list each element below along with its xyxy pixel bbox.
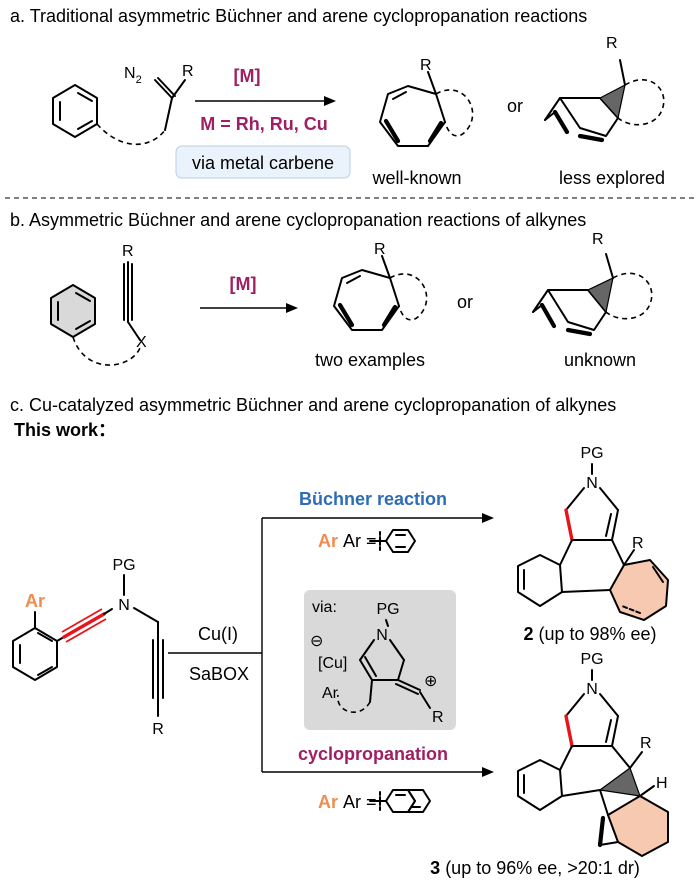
svg-text:[Cu]: [Cu] (318, 655, 347, 672)
svg-text:PG: PG (580, 445, 603, 462)
section-b-product1-r: R (374, 241, 386, 258)
section-c-pg-label: PG (112, 557, 135, 574)
svg-text:N: N (586, 681, 598, 698)
section-c-intermediate: via: PG N [Cu] ⊖ Ar ⊕ R (310, 599, 444, 726)
section-a-metals: M = Rh, Ru, Cu (200, 114, 328, 134)
section-b-substrate (50, 261, 141, 366)
section-c-ar-phenyl (369, 529, 416, 553)
svg-text:H: H (656, 775, 668, 792)
svg-text:PG: PG (376, 601, 399, 618)
section-a-product-cycloheptatriene (379, 71, 474, 147)
section-a-product1-r: R (420, 57, 432, 74)
section-c-cyclo-label: cyclopropanation (298, 744, 448, 764)
section-a-substrate-r: R (182, 63, 194, 80)
section-a-caption-less-explored: less explored (559, 168, 665, 188)
section-b-catalyst: [M] (230, 274, 257, 294)
section-b-product-cycloheptatriene (333, 255, 428, 331)
section-c-buchner-label: Büchner reaction (299, 489, 447, 509)
section-b-product-norcaradiene (532, 253, 653, 337)
section-a-product-norcaradiene (544, 59, 665, 143)
section-c-product2-caption: 2 (up to 98% ee) (523, 624, 656, 644)
section-b-substrate-x: X (136, 334, 147, 351)
section-c-n-label: N (118, 597, 130, 614)
section-b-caption-unknown: unknown (564, 350, 636, 370)
section-c-substrate-r: R (152, 721, 164, 738)
section-c-product3-caption: 3 (up to 96% ee, >20:1 dr) (430, 858, 640, 878)
section-c-catalyst: Cu(I) (198, 624, 238, 644)
section-a-heading: a. Traditional asymmetric Büchner and ar… (10, 6, 587, 26)
svg-text:Ar: Ar (322, 685, 339, 702)
section-b-caption-two-examples: two examples (315, 350, 425, 370)
section-a-catalyst: [M] (234, 66, 261, 86)
section-c-ar-naphthyl (369, 789, 431, 813)
svg-text:R: R (640, 735, 652, 752)
section-b-or: or (457, 292, 473, 312)
section-a-arrowhead (324, 96, 336, 106)
svg-text:R: R (632, 535, 644, 552)
section-a-via-box (175, 145, 351, 179)
section-c-substrate (12, 574, 164, 717)
section-c-ligand: SaBOX (189, 664, 249, 684)
svg-text:via:: via: (312, 599, 337, 616)
section-c-upper-arrowhead (482, 513, 494, 523)
section-a-via-text: via metal carbene (192, 153, 334, 173)
section-b-arrowhead (286, 303, 298, 313)
svg-text:⊖: ⊖ (310, 633, 323, 650)
section-a-caption-well-known: well-known (371, 168, 461, 188)
section-c-heading: c. Cu-catalyzed asymmetric Büchner and a… (10, 395, 616, 415)
section-a-product2-r: R (606, 35, 618, 52)
svg-text:PG: PG (580, 651, 603, 668)
section-b-substrate-r: R (122, 243, 134, 260)
section-c-lower-arrowhead (482, 767, 494, 777)
section-c-ar-label: Ar (25, 591, 45, 611)
section-b-product2-r: R (592, 231, 604, 248)
svg-text:R: R (432, 709, 444, 726)
section-c-this-work: This work： (14, 420, 116, 440)
section-c-intermediate-box (304, 590, 456, 730)
svg-text:N: N (376, 627, 388, 644)
svg-text:⊕: ⊕ (424, 673, 437, 690)
section-c-product-3: PG N R H (517, 651, 669, 857)
section-b-heading: b. Asymmetric Büchner and arene cyclopro… (10, 210, 586, 230)
svg-text:N: N (586, 475, 598, 492)
section-a-substrate (52, 77, 186, 146)
section-a-diazo-label: N2 (124, 65, 142, 86)
section-a-or: or (507, 96, 523, 116)
section-c-product-2: PG N R (517, 445, 669, 621)
